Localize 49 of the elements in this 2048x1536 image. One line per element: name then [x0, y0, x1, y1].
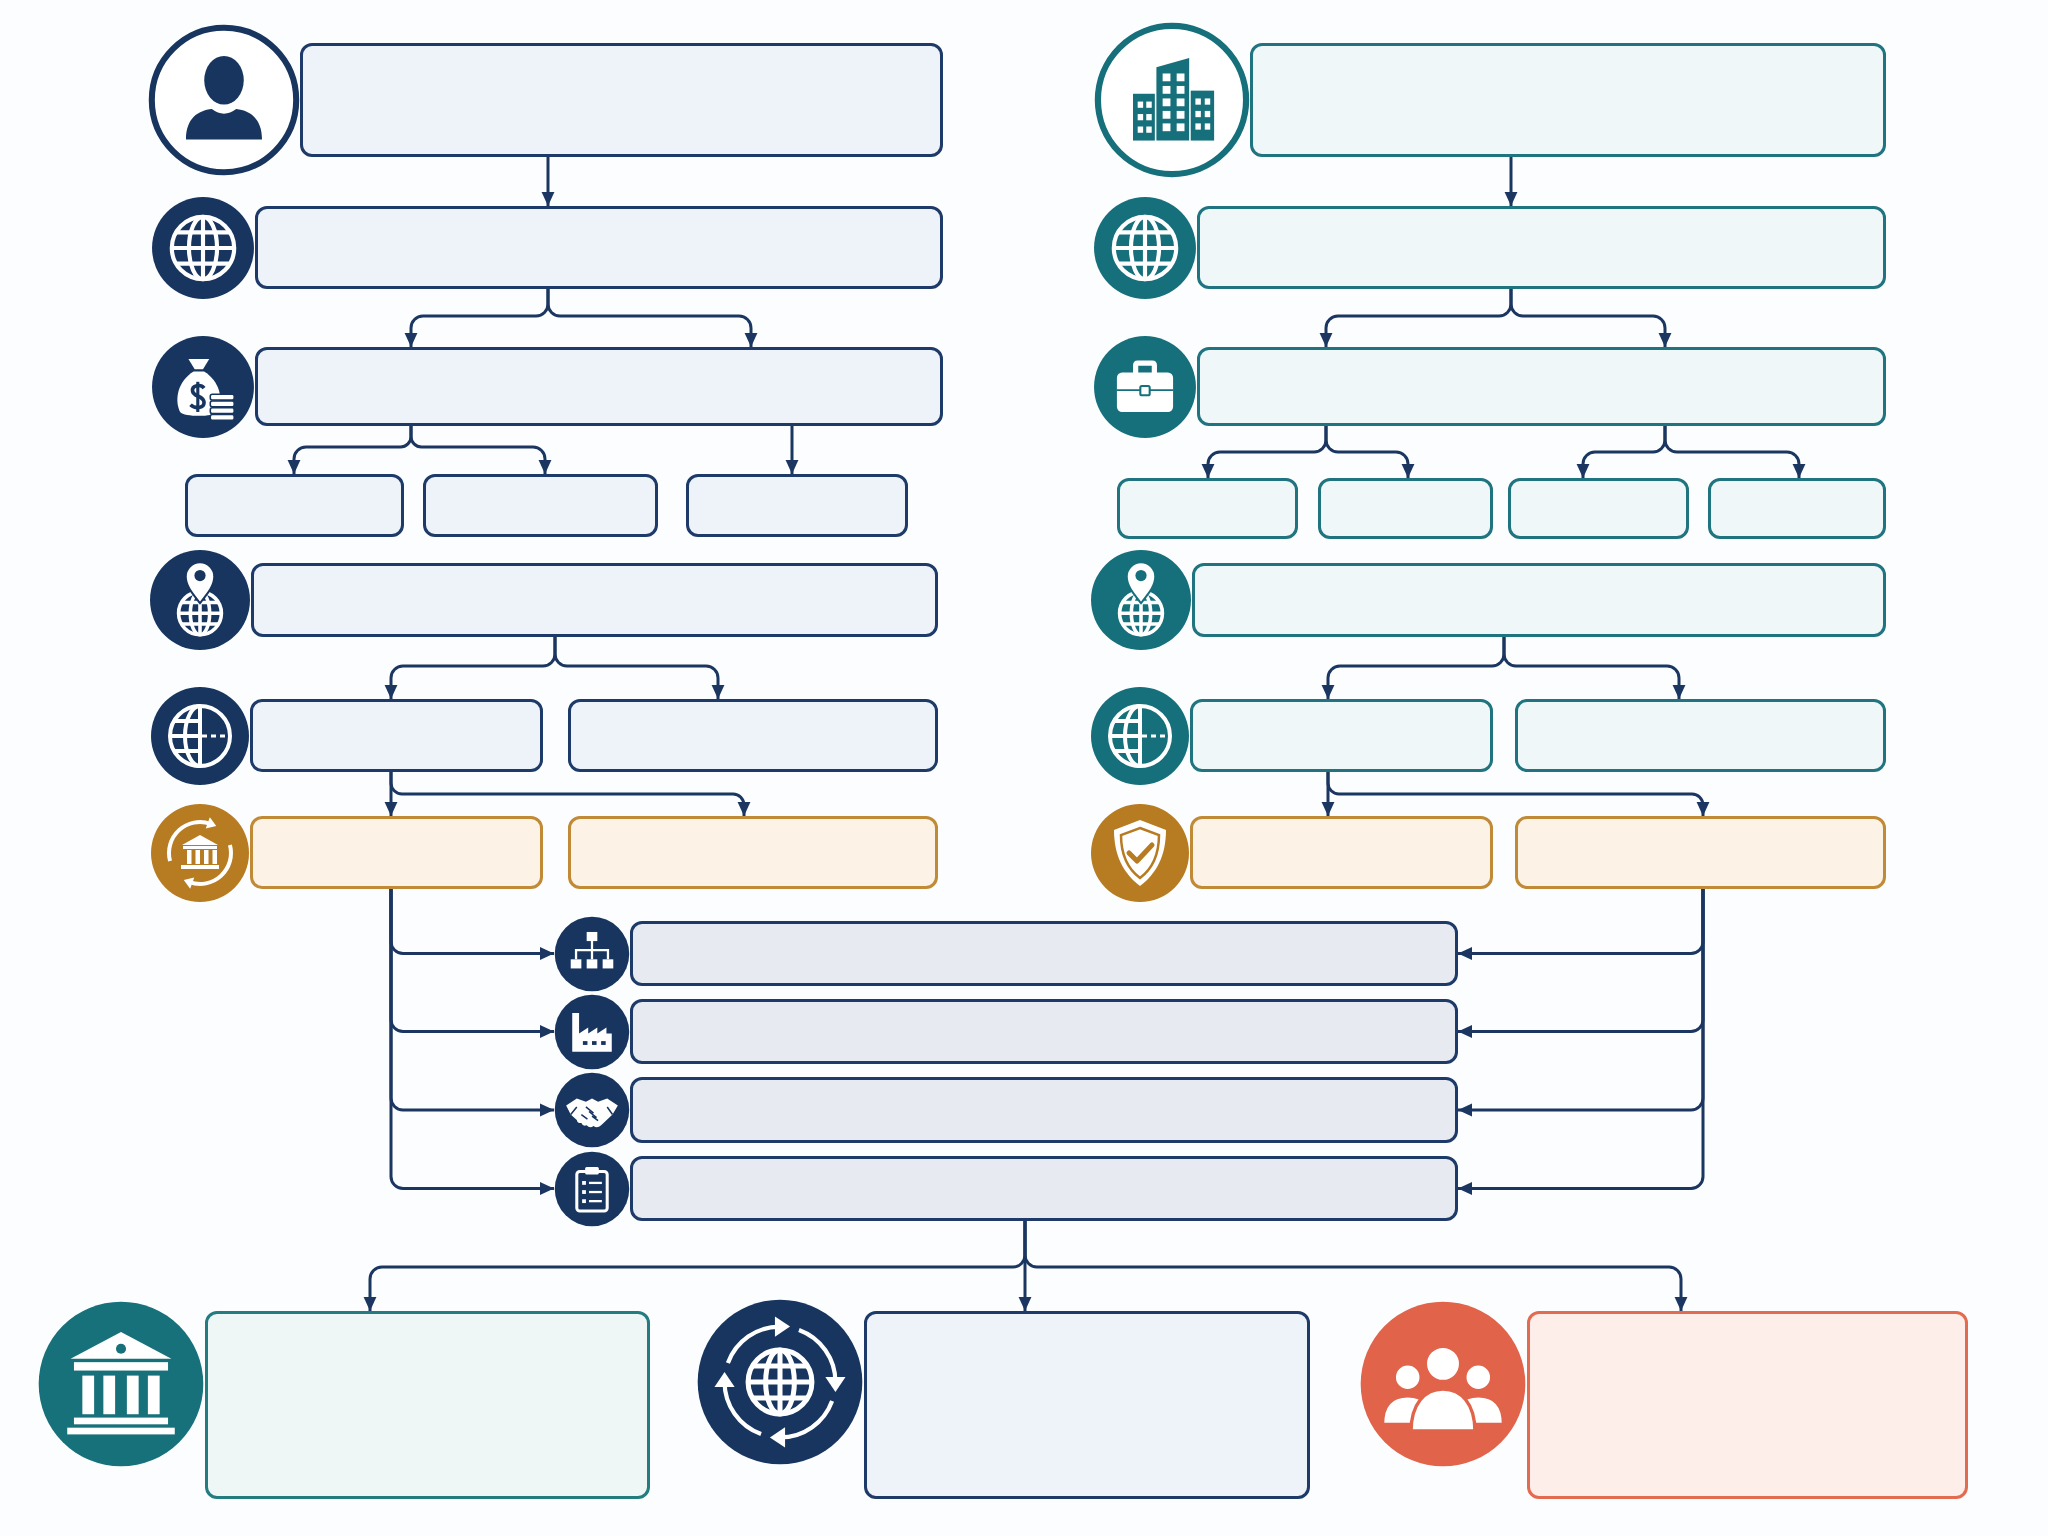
handshake-icon [554, 1072, 630, 1148]
process-box [630, 1156, 1458, 1221]
process-box [1197, 347, 1886, 426]
org-chart-icon [554, 915, 630, 992]
arrow [553, 637, 725, 699]
process-box [630, 921, 1458, 986]
arrow [785, 426, 799, 474]
process-box [255, 206, 943, 289]
process-box [1527, 1311, 1968, 1499]
process-box [686, 474, 908, 537]
process-box [205, 1311, 650, 1499]
process-box [1197, 206, 1886, 289]
process-box [250, 816, 543, 889]
factory-icon [554, 993, 630, 1070]
arrow [1458, 889, 1705, 1195]
process-box [630, 999, 1458, 1064]
process-box [1515, 816, 1886, 889]
process-box [423, 474, 658, 537]
arrow [1326, 772, 1710, 816]
arrow [409, 426, 552, 474]
arrow [389, 889, 554, 1195]
process-box [630, 1077, 1458, 1143]
process-box [1190, 699, 1493, 772]
process-box [568, 699, 938, 772]
process-box [1117, 478, 1298, 539]
arrow [1504, 157, 1518, 206]
process-box [250, 699, 543, 772]
arrow [1023, 1221, 1688, 1311]
process-box [1190, 816, 1493, 889]
arrow [1509, 289, 1672, 347]
process-box [255, 347, 943, 426]
process-box [568, 816, 938, 889]
arrow [389, 772, 751, 816]
arrow [1324, 426, 1415, 478]
process-box [1318, 478, 1493, 539]
arrow [541, 157, 555, 206]
process-box [1708, 478, 1886, 539]
process-box [185, 474, 404, 537]
clipboard-icon [554, 1150, 630, 1227]
process-box [300, 43, 943, 157]
process-box [1250, 43, 1886, 157]
process-box [864, 1311, 1310, 1499]
process-box [1192, 563, 1886, 637]
process-box [251, 563, 938, 637]
process-box [1508, 478, 1689, 539]
process-box [1515, 699, 1886, 772]
arrow [546, 289, 758, 347]
arrow [1502, 637, 1686, 699]
arrow [1663, 426, 1806, 478]
